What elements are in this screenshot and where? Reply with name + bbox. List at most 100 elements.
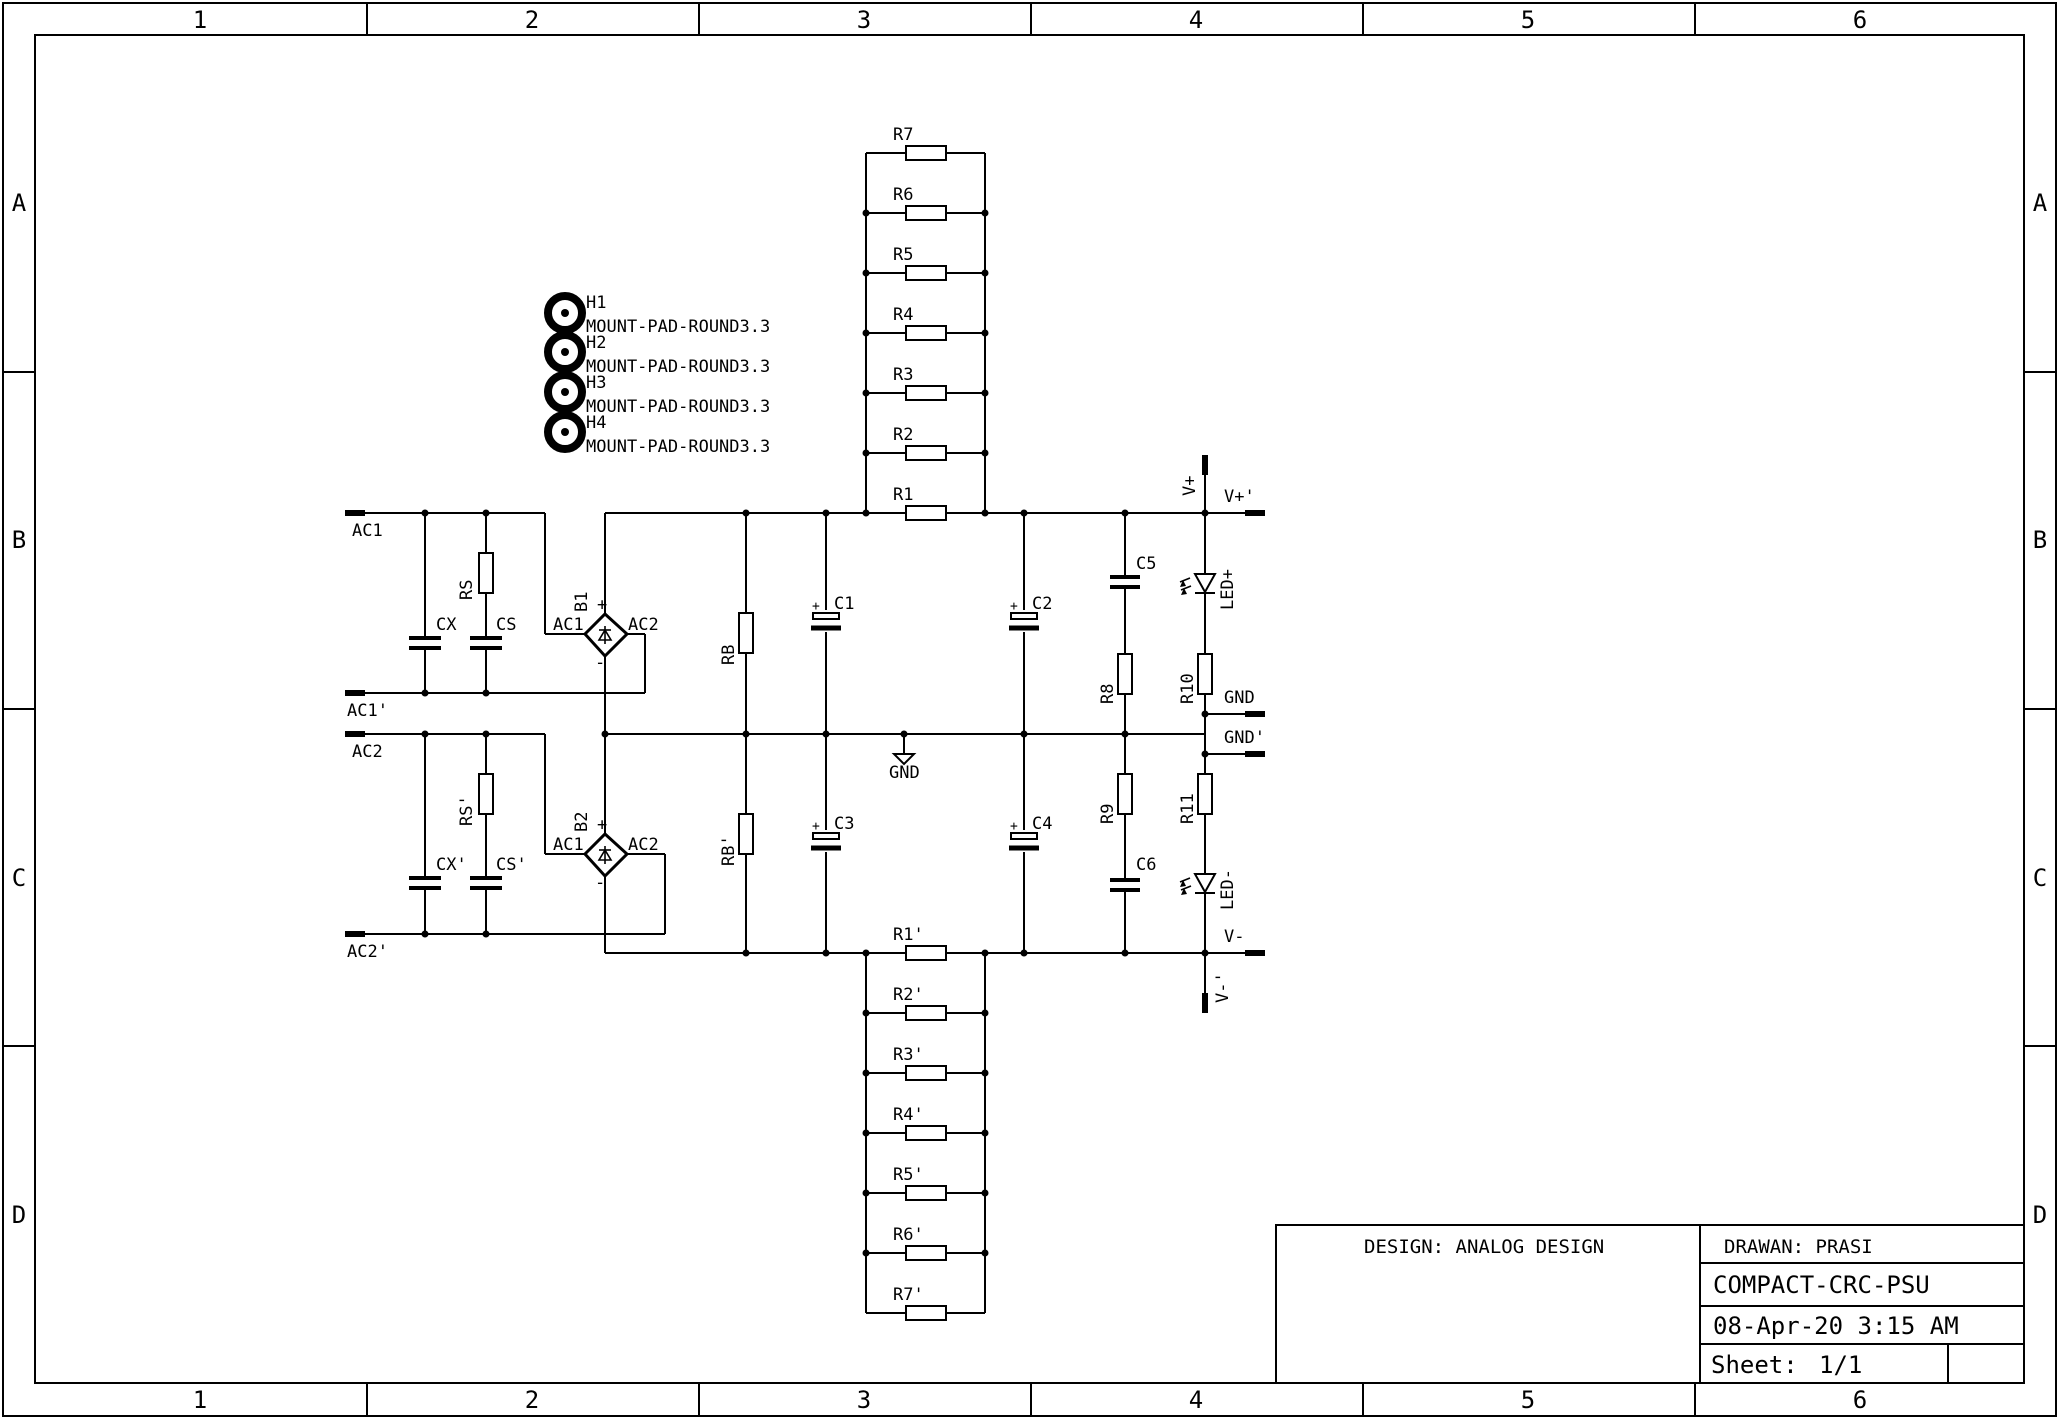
h1-ref: H1: [586, 293, 606, 313]
label-rb: RB: [719, 645, 739, 665]
resistor-bank-bottom: R1' R2' R3' R4' R5' R6' R7': [893, 925, 947, 1321]
mount-pads: H1 MOUNT-PAD-ROUND3.3 H2 MOUNT-PAD-ROUND…: [544, 292, 770, 457]
grid-row-labels: A B C D A B C D: [12, 189, 2048, 1229]
label-vplus: V+: [1180, 476, 1200, 496]
resistor-rs: [478, 552, 494, 594]
label-gnd: GND: [1224, 688, 1255, 708]
ground-symbol-label: GND: [889, 763, 920, 783]
capacitor-c4: [1008, 830, 1040, 852]
h4-ref: H4: [586, 413, 606, 433]
title-block-design: DESIGN: ANALOG DESIGN: [1364, 1236, 1604, 1258]
c4-plus: +: [1010, 819, 1018, 834]
resistor-bank-top: R7 R6 R5 R4 R3 R2 R1: [893, 125, 947, 521]
label-r2p: R2': [893, 985, 924, 1005]
label-cxp: CX': [436, 855, 467, 875]
connector-labels: AC1 AC1' AC2 AC2' V+' GND GND' V- V+ V-': [347, 476, 1265, 1003]
wires: [345, 153, 1255, 1313]
label-r9: R9: [1098, 804, 1118, 824]
col-label-top-1: 1: [193, 6, 207, 34]
capacitor-cx: [405, 636, 445, 650]
resistor-r2p: [905, 1005, 947, 1021]
capacitor-c2: [1008, 610, 1040, 632]
col-label-bottom-4: 4: [1189, 1386, 1203, 1414]
label-rs: RS: [457, 580, 477, 600]
capacitor-c5: [1105, 575, 1145, 589]
label-r6p: R6': [893, 1225, 924, 1245]
mount-pad-h4: [544, 411, 586, 453]
col-label-top-2: 2: [525, 6, 539, 34]
col-label-bottom-5: 5: [1521, 1386, 1535, 1414]
bridge-b2: [582, 831, 630, 879]
label-gndp: GND': [1224, 728, 1265, 748]
capacitor-c1: [810, 610, 842, 632]
mount-pad-h3: [544, 371, 586, 413]
junction-dots: [421, 209, 1209, 1257]
resistor-rsp: [478, 773, 494, 815]
col-label-bottom-1: 1: [193, 1386, 207, 1414]
bridge-labels: B1 AC1 AC2 + - B2 AC1 AC2 + -: [553, 592, 659, 893]
label-cs: CS: [496, 615, 516, 635]
row-label-left-a: A: [12, 189, 27, 217]
h4-value: MOUNT-PAD-ROUND3.3: [586, 437, 770, 457]
label-c2: C2: [1032, 594, 1052, 614]
resistor-r5p: [905, 1185, 947, 1201]
resistor-r5: [905, 265, 947, 281]
resistor-r7: [905, 145, 947, 161]
label-vplusp: V+': [1224, 487, 1255, 507]
resistor-r3: [905, 385, 947, 401]
label-c6: C6: [1136, 855, 1156, 875]
title-block: DESIGN: ANALOG DESIGN DRAWAN: PRASI COMP…: [1275, 1224, 2025, 1384]
label-cx: CX: [436, 615, 457, 635]
title-block-drawn: DRAWAN: PRASI: [1724, 1236, 1873, 1258]
h3-value: MOUNT-PAD-ROUND3.3: [586, 397, 770, 417]
resistor-r8: [1117, 653, 1133, 695]
component-labels: RS RS' CX CS CX' CS' RB RB' C1 C2 C3 C4 …: [436, 554, 1238, 910]
label-c1: C1: [834, 594, 854, 614]
label-led-plus: LED+: [1218, 569, 1238, 610]
c2-plus: +: [1010, 599, 1018, 614]
label-b2-ac1: AC1: [553, 835, 584, 855]
label-b2: B2: [572, 812, 592, 832]
resistor-r7p: [905, 1305, 947, 1321]
label-b1-plus: +: [597, 595, 607, 615]
label-r6: R6: [893, 185, 913, 205]
label-r10: R10: [1178, 673, 1198, 704]
resistor-r9: [1117, 773, 1133, 815]
row-label-left-c: C: [12, 864, 26, 892]
label-vminus: V-: [1224, 927, 1244, 947]
led-plus: [1179, 573, 1217, 595]
label-vminusp: V-': [1213, 972, 1233, 1003]
h2-ref: H2: [586, 333, 606, 353]
row-label-right-b: B: [2033, 526, 2047, 554]
resistor-r1p: [905, 945, 947, 961]
label-b1-ac1: AC1: [553, 615, 584, 635]
h2-value: MOUNT-PAD-ROUND3.3: [586, 357, 770, 377]
ground-symbol: [891, 753, 917, 766]
row-label-left-b: B: [12, 526, 26, 554]
title-block-sheet-label: Sheet:: [1711, 1351, 1798, 1379]
label-c4: C4: [1032, 814, 1052, 834]
label-b2-plus: +: [597, 815, 607, 835]
capacitors: + + + +: [405, 575, 1145, 892]
label-ac2: AC2: [352, 742, 383, 762]
row-label-right-a: A: [2033, 189, 2048, 217]
label-r7: R7: [893, 125, 913, 145]
label-r5: R5: [893, 245, 913, 265]
label-r2: R2: [893, 425, 913, 445]
label-r3p: R3': [893, 1045, 924, 1065]
label-ac1: AC1: [352, 521, 383, 541]
label-ac1p: AC1': [347, 701, 388, 721]
resistor-r3p: [905, 1065, 947, 1081]
col-label-top-5: 5: [1521, 6, 1535, 34]
resistor-r6: [905, 205, 947, 221]
col-label-top-6: 6: [1853, 6, 1867, 34]
c1-plus: +: [812, 599, 820, 614]
vertical-resistors: [478, 552, 1213, 855]
label-csp: CS': [496, 855, 527, 875]
label-b1-minus: -: [595, 653, 605, 673]
capacitor-cxp: [405, 876, 445, 890]
resistor-r2: [905, 445, 947, 461]
label-r3: R3: [893, 365, 913, 385]
